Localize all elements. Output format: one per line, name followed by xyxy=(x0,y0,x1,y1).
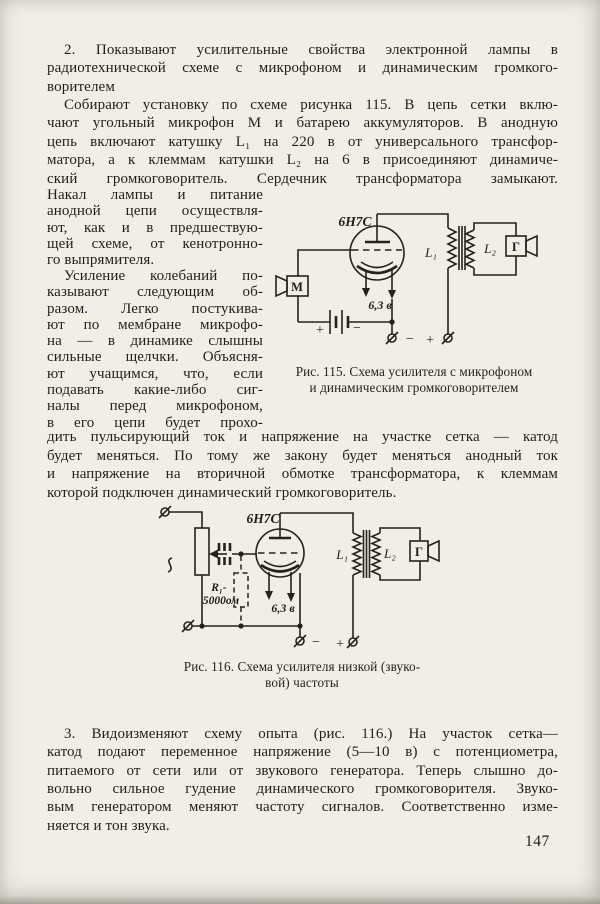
loudspeaker: Г xyxy=(379,527,440,581)
page-number: 147 xyxy=(525,833,550,850)
coil-l2-label: L₂ xyxy=(383,546,396,561)
grid-microphone-circuit: М xyxy=(275,249,352,322)
output-terminals: − + xyxy=(385,268,455,348)
filament-voltage-label: 6,3 в xyxy=(271,601,295,615)
speaker-label: Г xyxy=(512,240,520,254)
filament-leads: 6,3 в xyxy=(265,572,295,615)
loudspeaker: Г xyxy=(473,222,538,276)
resistor-r1-value: 5000ом xyxy=(203,595,239,607)
cathode-ground-rail: − xyxy=(181,573,320,650)
paragraph-2-heading: 2. Показывают усилительные свойства элек… xyxy=(47,42,558,77)
column-filament-lastline: го выпрямителя. xyxy=(47,252,155,268)
paragraph-3-lastline: няется и тон звука. xyxy=(47,818,170,834)
paragraph-pulsing-current-lastline: которой подключен динамический громкогов… xyxy=(47,485,397,501)
filament-leads: 6,3 в xyxy=(362,270,396,334)
microphone-label: М xyxy=(291,280,303,294)
vacuum-tube: 6Н7С xyxy=(246,511,305,578)
figure-115-schematic: 6Н7С L₁ L₂ Г М + − xyxy=(275,213,538,348)
anode-wiring xyxy=(377,213,449,228)
coil-l1-label: L₁ xyxy=(424,245,437,260)
battery-plus-label: + xyxy=(316,323,324,338)
vacuum-tube: 6Н7С xyxy=(338,214,405,281)
figure-115-caption: Рис. 115. Схема усилителя с микрофоном и… xyxy=(295,364,533,396)
anode-wiring xyxy=(280,512,354,533)
page-bottom-edge xyxy=(0,896,600,904)
filament-voltage-label: 6,3 в xyxy=(368,298,392,312)
speaker-label: Г xyxy=(415,545,423,559)
transformer: L₁ L₂ xyxy=(424,226,496,270)
tube-label: 6Н7С xyxy=(338,214,372,229)
transformer: L₁ L₂ + xyxy=(335,530,396,652)
battery-minus-label: − xyxy=(353,321,361,336)
tube-label: 6Н7С xyxy=(246,511,280,526)
paragraph-2-heading-lastline: ворителем xyxy=(47,79,115,95)
coupling-capacitor xyxy=(217,543,257,565)
terminal-minus-label: − xyxy=(312,635,320,650)
terminal-minus-label: − xyxy=(406,332,414,347)
ac-mark xyxy=(167,557,173,573)
figure-116-schematic: R₁- 5000ом 6Н7С 6,3 в xyxy=(158,505,440,652)
terminal-plus-label: + xyxy=(426,333,434,348)
column-amplify-text: Усиление колебаний по- казывают следующи… xyxy=(47,268,263,431)
terminal-plus-label: + xyxy=(336,637,344,652)
resistor-r1-label: R₁- xyxy=(210,582,227,594)
coil-l1-label: L₁ xyxy=(335,547,348,562)
battery: + − xyxy=(298,310,393,338)
paragraph-setup: Собирают установку по схеме рисунка 115.… xyxy=(47,97,558,187)
potentiometer: R₁- 5000ом xyxy=(194,527,239,626)
figure-116-caption: Рис. 116. Схема усилителя низкой (звуко-… xyxy=(183,659,421,691)
grid-leak-resistor xyxy=(233,551,249,625)
paragraph-pulsing-current: дить пульсирующий ток и напряжение на уч… xyxy=(47,429,558,482)
column-filament-text: Накал лампы и питание анодной цепи осуще… xyxy=(47,187,263,252)
paragraph-3: 3. Видоизменяют схему опыта (рис. 116.) … xyxy=(47,726,558,816)
input-terminal-top xyxy=(158,505,203,528)
coil-l2-label: L₂ xyxy=(483,241,496,256)
